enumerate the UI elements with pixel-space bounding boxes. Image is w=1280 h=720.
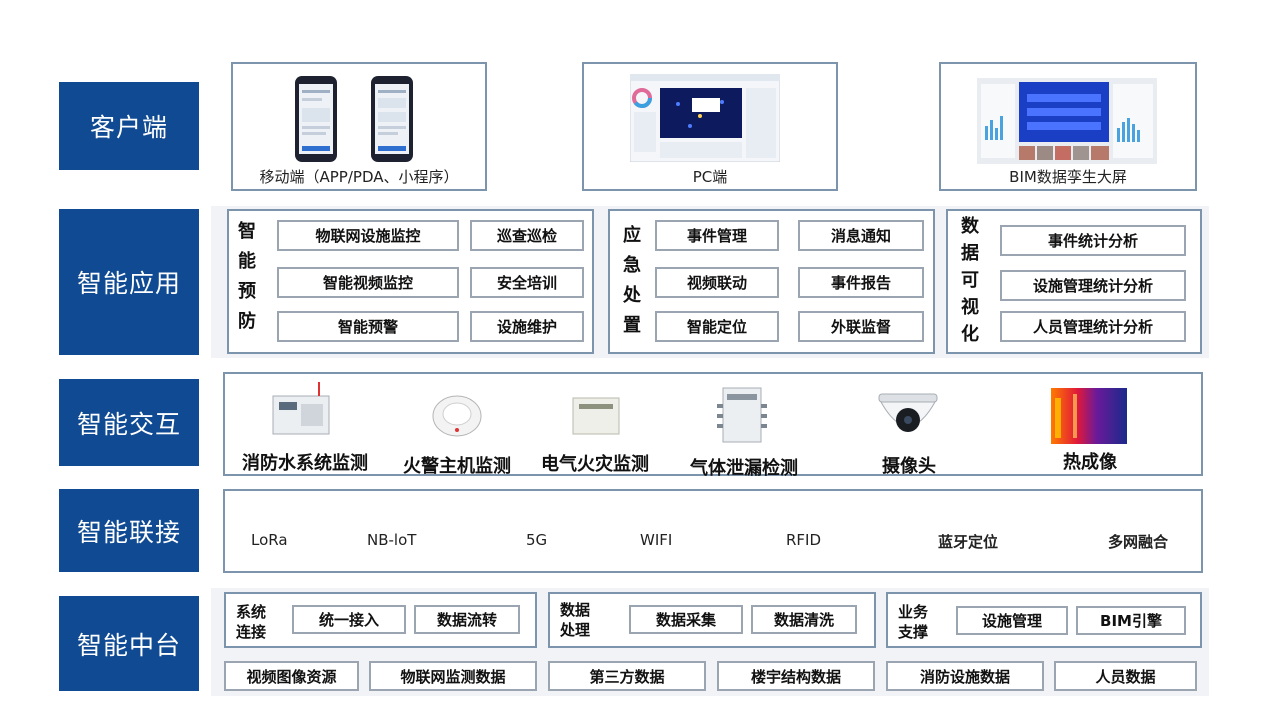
layer-label-interaction: 智能交互 <box>59 379 199 466</box>
middle-group-biz: 业务支撑 设施管理 BIM引擎 <box>886 592 1202 648</box>
bim-screen-image <box>977 78 1157 164</box>
data-title: 数据处理 <box>560 601 591 639</box>
resource-video-images[interactable]: 视频图像资源 <box>224 661 359 691</box>
fire-water-device-icon <box>272 382 330 435</box>
connect-wifi: WIFI <box>640 531 673 549</box>
resource-building-structure[interactable]: 楼宇结构数据 <box>717 661 875 691</box>
app-group-prevent: 智能 预防 物联网设施监控 巡查巡检 智能视频监控 安全培训 智能预警 设施维护 <box>227 209 594 354</box>
device-label-fire-water: 消防水系统监测 <box>242 453 368 474</box>
chip-personnel-stats[interactable]: 人员管理统计分析 <box>1000 311 1186 342</box>
connect-5g: 5G <box>526 531 548 549</box>
thermal-imaging-icon <box>1051 388 1127 444</box>
device-label-fire-alarm-host: 火警主机监测 <box>403 456 511 477</box>
resource-personnel[interactable]: 人员数据 <box>1054 661 1197 691</box>
gas-leak-device-icon <box>717 387 767 443</box>
device-label-thermal: 热成像 <box>1063 452 1117 473</box>
device-label-electrical-fire: 电气火灾监测 <box>541 454 649 475</box>
camera-icon <box>878 393 938 432</box>
layer-label-middle: 智能中台 <box>59 596 199 691</box>
connect-lora: LoRa <box>251 531 288 549</box>
app-group-visual: 数据 可视 化 事件统计分析 设施管理统计分析 人员管理统计分析 <box>946 209 1202 354</box>
prevent-title: 智能 预防 <box>238 221 256 332</box>
middle-group-data: 数据处理 数据采集 数据清洗 <box>548 592 876 648</box>
chip-patrol-inspection[interactable]: 巡查巡检 <box>470 220 584 251</box>
biz-title: 业务支撑 <box>898 603 929 641</box>
pc-dashboard-image <box>630 74 780 162</box>
chip-data-flow[interactable]: 数据流转 <box>414 605 520 634</box>
emergency-title: 应急 处置 <box>623 225 641 336</box>
resource-third-party[interactable]: 第三方数据 <box>548 661 706 691</box>
layer-label-connect: 智能联接 <box>59 489 199 572</box>
chip-iot-monitor[interactable]: 物联网设施监控 <box>277 220 459 251</box>
client-mobile-panel: 移动端（APP/PDA、小程序） <box>231 62 487 191</box>
chip-bim-engine[interactable]: BIM引擎 <box>1076 606 1186 635</box>
chip-event-stats[interactable]: 事件统计分析 <box>1000 225 1186 256</box>
connect-multinet: 多网融合 <box>1108 533 1169 551</box>
chip-smart-warning[interactable]: 智能预警 <box>277 311 459 342</box>
pc-caption: PC端 <box>692 168 728 186</box>
chip-external-supervision[interactable]: 外联监督 <box>798 311 924 342</box>
chip-event-report[interactable]: 事件报告 <box>798 267 924 298</box>
bim-caption: BIM数据孪生大屏 <box>1009 168 1127 186</box>
chip-message-notify[interactable]: 消息通知 <box>798 220 924 251</box>
connect-rfid: RFID <box>786 531 822 549</box>
chip-facility-management[interactable]: 设施管理 <box>956 606 1068 635</box>
mobile-phones-image <box>295 76 413 162</box>
chip-unified-access[interactable]: 统一接入 <box>292 605 406 634</box>
chip-data-cleaning[interactable]: 数据清洗 <box>751 605 857 634</box>
electrical-fire-device-icon <box>572 397 620 435</box>
interaction-panel: 消防水系统监测 火警主机监测 电气火灾监测 气体泄漏检测 摄像头 <box>223 372 1203 479</box>
mobile-caption: 移动端（APP/PDA、小程序） <box>259 168 459 186</box>
layer-label-app: 智能应用 <box>59 209 199 355</box>
resource-fire-facility[interactable]: 消防设施数据 <box>886 661 1044 691</box>
client-pc-panel: PC端 <box>582 62 838 191</box>
device-label-gas-leak: 气体泄漏检测 <box>690 458 798 479</box>
app-group-emergency: 应急 处置 事件管理 消息通知 视频联动 事件报告 智能定位 外联监督 <box>608 209 935 354</box>
chip-event-management[interactable]: 事件管理 <box>655 220 779 251</box>
chip-video-monitor[interactable]: 智能视频监控 <box>277 267 459 298</box>
resource-iot-data[interactable]: 物联网监测数据 <box>369 661 537 691</box>
client-bim-panel: BIM数据孪生大屏 <box>939 62 1197 191</box>
middle-group-sys: 系统连接 统一接入 数据流转 <box>224 592 537 648</box>
chip-facility-maintenance[interactable]: 设施维护 <box>470 311 584 342</box>
chip-safety-training[interactable]: 安全培训 <box>470 267 584 298</box>
visual-title: 数据 可视 化 <box>961 216 979 345</box>
chip-smart-location[interactable]: 智能定位 <box>655 311 779 342</box>
sys-title: 系统连接 <box>236 603 267 641</box>
chip-video-linkage[interactable]: 视频联动 <box>655 267 779 298</box>
connect-bluetooth: 蓝牙定位 <box>938 533 999 551</box>
chip-data-collection[interactable]: 数据采集 <box>629 605 743 634</box>
connect-panel: LoRa NB-loT 5G WIFI RFID 蓝牙定位 多网融合 <box>223 489 1203 573</box>
layer-label-client: 客户端 <box>59 82 199 170</box>
device-label-camera: 摄像头 <box>882 456 936 477</box>
chip-facility-stats[interactable]: 设施管理统计分析 <box>1000 270 1186 301</box>
fire-alarm-host-icon <box>432 395 482 437</box>
connect-nbiot: NB-loT <box>367 531 417 549</box>
